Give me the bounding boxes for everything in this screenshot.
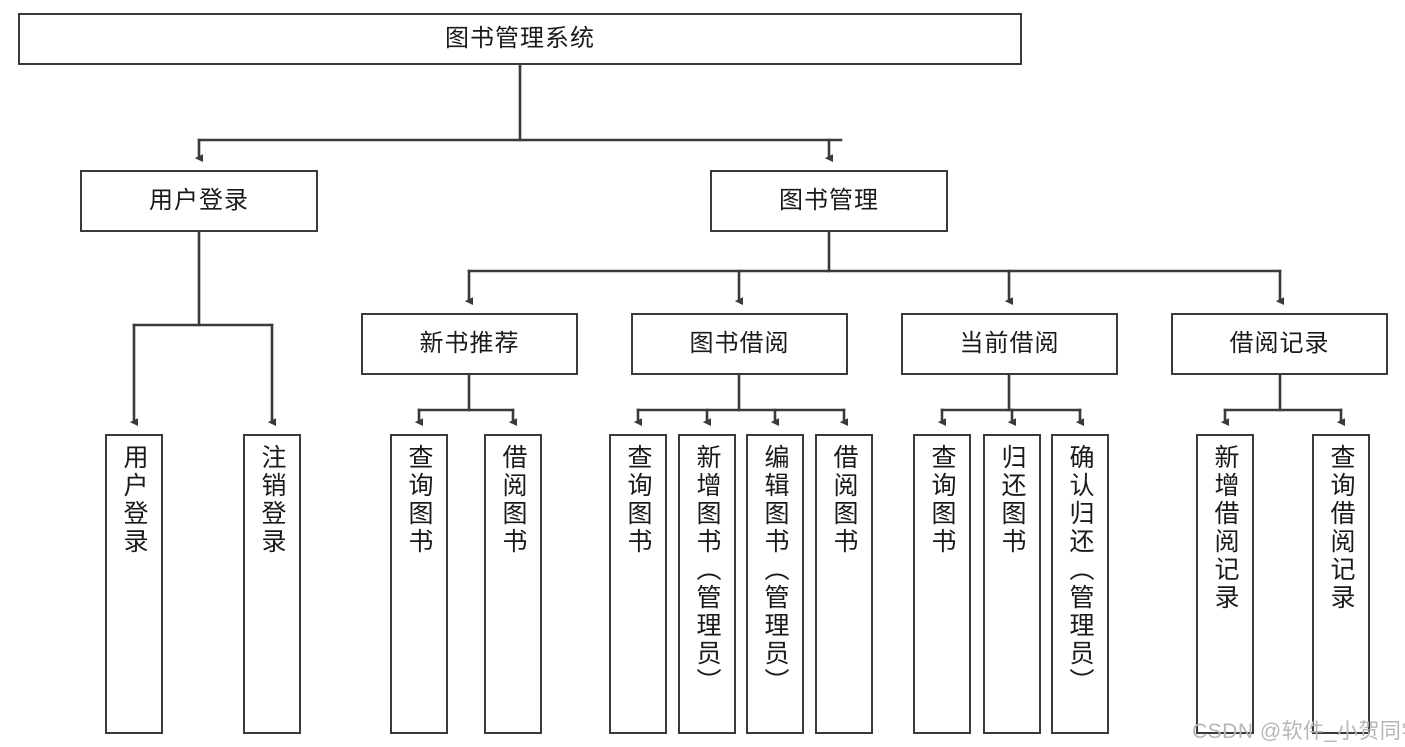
node-new-book-recommend-label: 新书推荐 (419, 329, 520, 357)
node-leaf-add-borrow-record[interactable]: 新增借阅记录 (1196, 434, 1254, 734)
node-book-borrow[interactable]: 图书借阅 (631, 313, 848, 375)
node-leaf-add-book-admin-label: 新增图书（管理员） (693, 444, 721, 696)
node-leaf-edit-book-admin[interactable]: 编辑图书（管理员） (746, 434, 804, 734)
node-new-book-recommend[interactable]: 新书推荐 (361, 313, 578, 375)
node-current-borrow-label: 当前借阅 (959, 329, 1060, 357)
node-leaf-query-book-2-label: 查询图书 (624, 444, 652, 556)
node-user-login-label: 用户登录 (149, 186, 249, 214)
node-leaf-query-book-3[interactable]: 查询图书 (913, 434, 971, 734)
node-leaf-query-borrow-record-label: 查询借阅记录 (1327, 444, 1355, 612)
node-leaf-query-book-1[interactable]: 查询图书 (390, 434, 448, 734)
node-leaf-logout-login[interactable]: 注销登录 (243, 434, 301, 734)
node-leaf-query-book-2[interactable]: 查询图书 (609, 434, 667, 734)
node-leaf-add-borrow-record-label: 新增借阅记录 (1211, 444, 1239, 612)
node-root[interactable]: 图书管理系统 (18, 13, 1022, 65)
node-book-manage[interactable]: 图书管理 (710, 170, 948, 232)
node-leaf-query-book-3-label: 查询图书 (928, 444, 956, 556)
node-borrow-record[interactable]: 借阅记录 (1171, 313, 1388, 375)
node-leaf-return-book-label: 归还图书 (998, 444, 1026, 556)
watermark: CSDN @软件_小贺同学 (1192, 720, 1405, 743)
node-leaf-query-book-1-label: 查询图书 (405, 444, 433, 556)
node-leaf-borrow-book-2-label: 借阅图书 (830, 444, 858, 556)
node-leaf-confirm-return-admin-label: 确认归还（管理员） (1066, 444, 1094, 696)
node-leaf-query-borrow-record[interactable]: 查询借阅记录 (1312, 434, 1370, 734)
node-current-borrow[interactable]: 当前借阅 (901, 313, 1118, 375)
node-leaf-logout-login-label: 注销登录 (258, 444, 286, 556)
node-root-label: 图书管理系统 (445, 24, 595, 52)
node-leaf-user-login[interactable]: 用户登录 (105, 434, 163, 734)
node-leaf-user-login-label: 用户登录 (120, 444, 148, 556)
node-book-borrow-label: 图书借阅 (689, 329, 790, 357)
node-user-login[interactable]: 用户登录 (80, 170, 318, 232)
node-leaf-borrow-book-1[interactable]: 借阅图书 (484, 434, 542, 734)
node-book-manage-label: 图书管理 (779, 186, 879, 214)
node-leaf-borrow-book-2[interactable]: 借阅图书 (815, 434, 873, 734)
node-leaf-borrow-book-1-label: 借阅图书 (499, 444, 527, 556)
node-borrow-record-label: 借阅记录 (1229, 329, 1330, 357)
node-leaf-return-book[interactable]: 归还图书 (983, 434, 1041, 734)
node-leaf-edit-book-admin-label: 编辑图书（管理员） (761, 444, 789, 696)
node-leaf-confirm-return-admin[interactable]: 确认归还（管理员） (1051, 434, 1109, 734)
node-leaf-add-book-admin[interactable]: 新增图书（管理员） (678, 434, 736, 734)
